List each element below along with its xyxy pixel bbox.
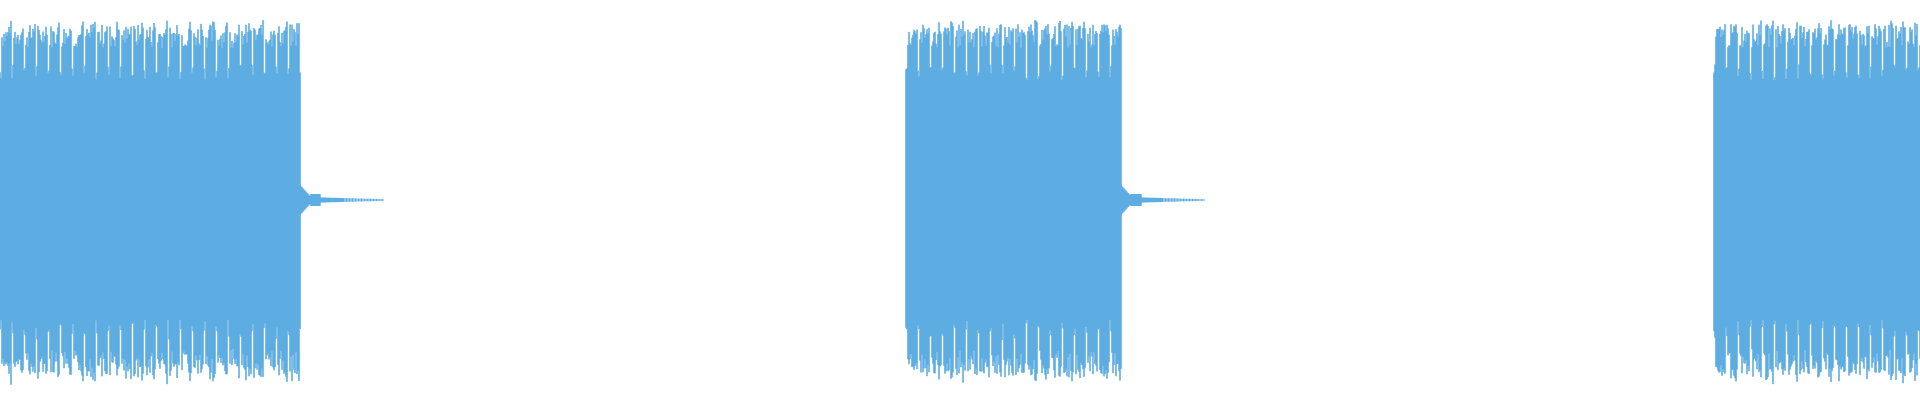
waveform-core xyxy=(0,80,300,320)
waveform-clip[interactable] xyxy=(0,20,384,385)
waveform-clips xyxy=(0,20,1920,385)
waveform-tail xyxy=(1120,185,1205,215)
waveform-clip[interactable] xyxy=(905,20,1205,383)
waveform-core xyxy=(1714,80,1920,320)
waveform-core xyxy=(906,80,1121,320)
waveform-clip[interactable] xyxy=(1713,20,1920,385)
waveform-tail xyxy=(299,185,384,215)
